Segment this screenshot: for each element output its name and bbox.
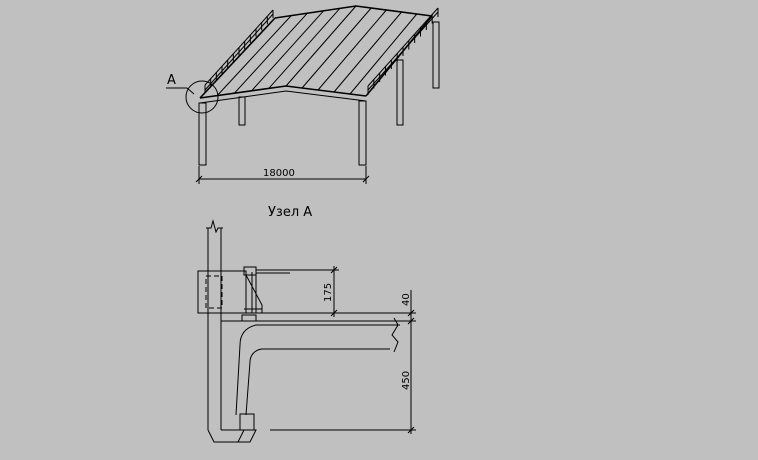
roof-panel-seam <box>251 10 324 92</box>
left-railing <box>204 9 274 93</box>
dimension-175: 175 <box>262 266 339 317</box>
roof-panels <box>216 7 418 96</box>
node-a-callout: А <box>166 73 219 114</box>
roof-panel-seam <box>333 11 402 93</box>
node-a-detail: 175 40 450 <box>197 219 416 443</box>
span-dimension: 18000 <box>195 166 370 184</box>
dimension-40: 40 <box>400 290 416 325</box>
dimension-40-label: 40 <box>401 293 412 306</box>
roof-panel-seam <box>317 9 387 91</box>
column-front-left <box>198 102 207 166</box>
detail-beam <box>221 312 400 416</box>
roof-panel-seam <box>268 8 341 89</box>
dimension-175-label: 175 <box>323 283 334 302</box>
roof-panel-seam <box>349 13 418 95</box>
column-mid-right <box>396 59 404 126</box>
column-back-right <box>432 21 440 89</box>
roof-panel-seam <box>216 15 292 96</box>
canopy-columns <box>198 21 440 166</box>
node-a-circle <box>185 80 219 114</box>
node-detail-title: Узел А <box>268 205 312 220</box>
column-front-right <box>358 100 367 166</box>
detail-column <box>206 219 223 430</box>
detail-bracket <box>197 270 263 314</box>
detail-column-foot <box>207 413 257 443</box>
roof-panel-seam <box>234 12 308 94</box>
dimension-450-label: 450 <box>401 371 412 390</box>
dimension-450: 450 <box>270 321 416 434</box>
canopy-isometric-view: А 18000 <box>166 5 440 184</box>
roof-panel-seam <box>301 7 372 89</box>
column-mid-left <box>238 96 246 126</box>
detail-top-rod <box>243 266 290 276</box>
span-dimension-label: 18000 <box>263 168 295 179</box>
node-a-marker: А <box>167 73 176 88</box>
